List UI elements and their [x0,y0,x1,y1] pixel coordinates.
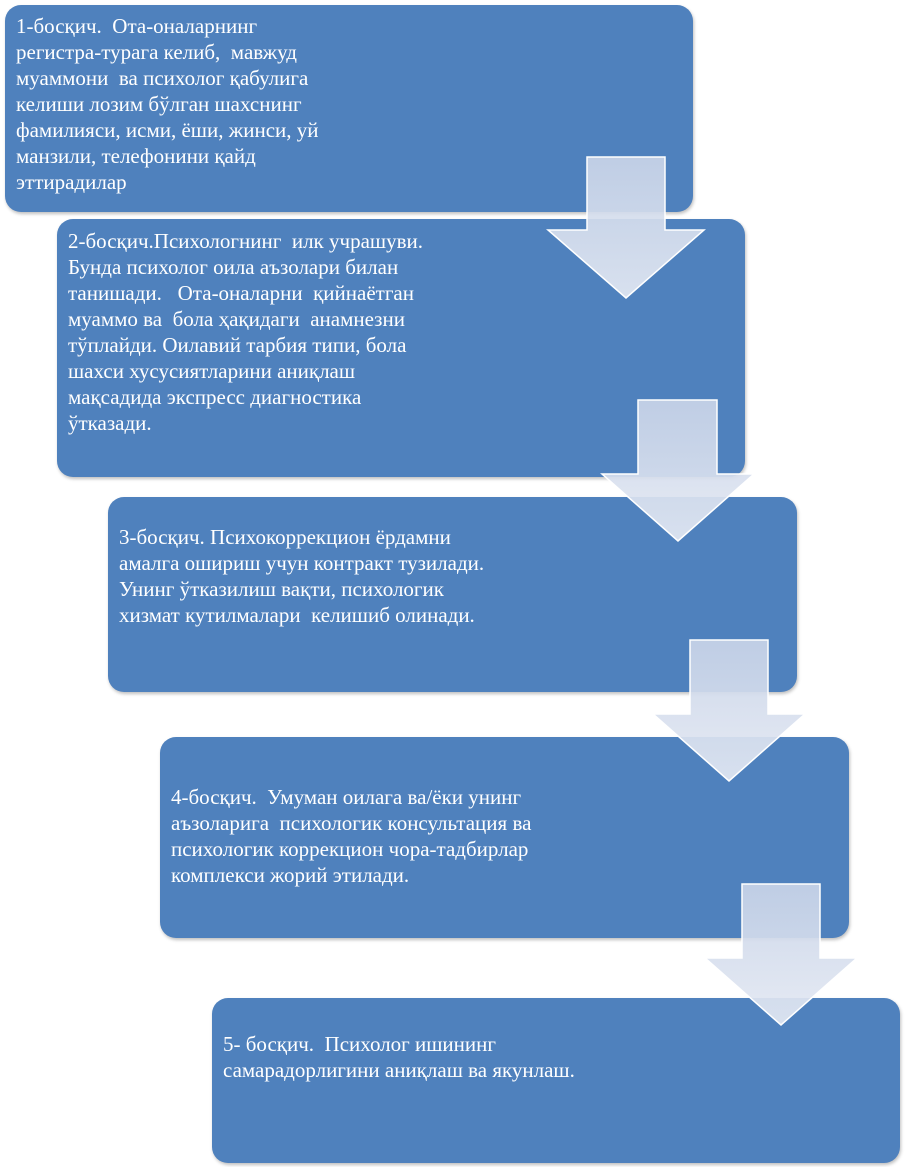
step-2-line: тўплайди. Оилавий тарбия типи, бола [68,333,407,357]
step-3-line: 3-босқич. Психокоррекцион ёрдамни [119,525,451,549]
step-1-line: регистра-турага келиб, мавжуд [16,40,297,64]
step-1-line: эттирадилар [16,170,127,194]
step-3-line: Унинг ўтказилиш вақти, психологик [119,577,444,601]
step-2-line: 2-босқич.Психологнинг илк учрашуви. [68,229,423,253]
step-4-line: комплекси жорий этилади. [171,863,410,887]
step-2-line: муаммо ва бола ҳақидаги анамнезни [68,307,405,331]
step-1-line: муаммони ва психолог қабулига [16,66,309,90]
step-5-line: самарадорлигини аниқлаш ва якунлаш. [223,1058,575,1082]
step-5-line: 5- босқич. Психолог ишининг [223,1032,496,1056]
step-2-line: мақсадида экспресс диагностика [68,385,362,409]
step-2-line: Бунда психолог оила аъзолари билан [68,255,399,279]
step-4-line: психологик коррекцион чора-тадбирлар [171,837,529,861]
step-2-line: танишади. Ота-оналарни қийнаётган [68,281,414,305]
step-2-box: 2-босқич.Психологнинг илк учрашуви.Бунда… [57,219,745,477]
step-2-line: ўтказади. [68,411,152,435]
step-1-line: фамилияси, исми, ёши, жинси, уй [16,118,319,142]
step-4-line: аъзоларига психологик консультация ва [171,811,532,835]
step-3-line: хизмат кутилмалари келишиб олинади. [119,603,475,627]
step-1-line: келиши лозим бўлган шахснинг [16,92,302,116]
step-2-line: шахси хусусиятларини аниқлаш [68,359,356,383]
step-1-line: манзили, телефонини қайд [16,144,256,168]
step-1-line: 1-босқич. Ота-оналарнинг [16,14,258,38]
step-3-line: амалга ошириш учун контракт тузилади. [119,551,485,575]
step-4-line: 4-босқич. Умуман оилага ва/ёки унинг [171,785,522,809]
step-2-text: 2-босқич.Психологнинг илк учрашуви.Бунда… [68,228,423,436]
